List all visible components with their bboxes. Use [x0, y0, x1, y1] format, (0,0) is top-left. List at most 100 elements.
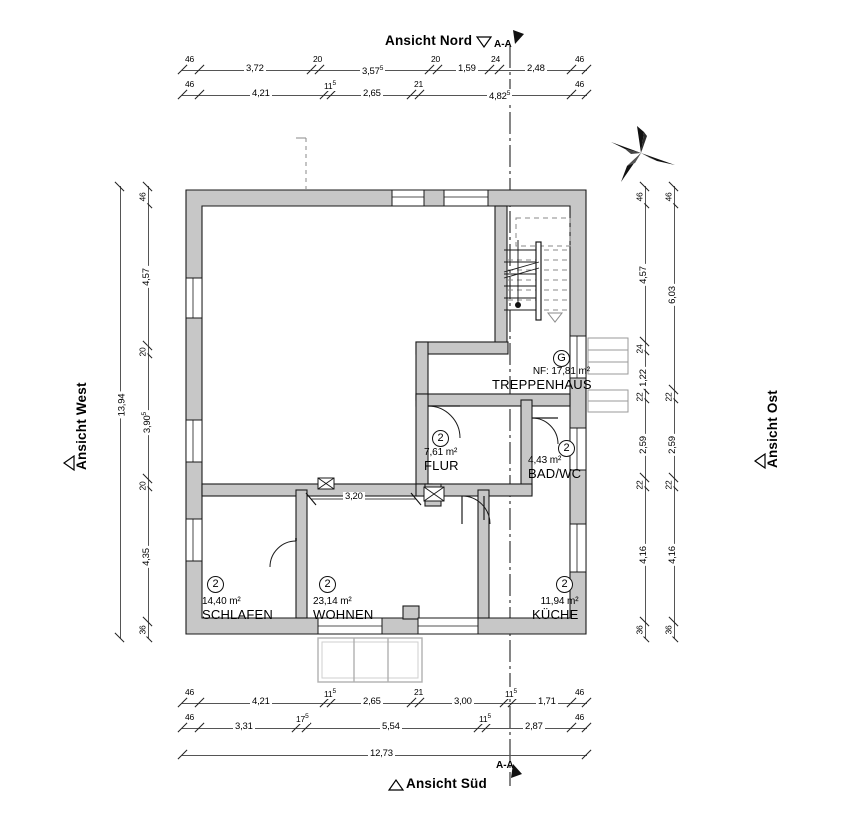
room-label-flur: 7,61 m² FLUR [424, 447, 459, 472]
dimension-top2-3: 2,65 [361, 88, 383, 99]
dimension-right-inner-6: 22 [634, 478, 645, 492]
dimension-bottom2-3: 5,54 [380, 721, 402, 732]
room-area-flur: 7,61 m² [424, 447, 458, 458]
dimension-bottom1-6: 115 [503, 687, 519, 699]
room-tag-bad: 2 [558, 440, 575, 457]
dimension-right-outer-0: 46 [663, 190, 674, 204]
dimension-bottom2-0: 46 [183, 712, 197, 722]
door-swing-bad [531, 417, 559, 445]
dimension-bottom2-6: 46 [573, 712, 587, 722]
dimension-top1-5: 1,59 [456, 63, 478, 74]
dimension-right-outer-3: 2,59 [666, 434, 678, 456]
section-label-top: A-A [494, 39, 512, 50]
fixture-x-2 [423, 486, 445, 502]
dimension-bottom1-7: 1,71 [536, 696, 558, 707]
interior-wall-kueche-left [477, 489, 490, 619]
view-title-south: Ansicht Süd [406, 776, 487, 791]
triangle-marker-south-icon [387, 778, 405, 791]
dimension-bottom1-3: 2,65 [361, 696, 383, 707]
window-east-3 [569, 523, 587, 573]
section-arrow-top-icon [513, 30, 524, 44]
interior-wall-lower-corridor [415, 483, 533, 497]
dimension-line-right-outer [674, 186, 675, 638]
dimension-right-inner-1: 4,57 [637, 264, 649, 286]
dimension-right-inner-2: 24 [634, 342, 645, 356]
interior-wall-treppenhaus-left-upper [494, 205, 508, 347]
dimension-bottom2-4: 115 [477, 712, 493, 724]
room-area-bad: 4,43 m² [528, 455, 562, 466]
dimension-interior-flur: 3,20 [343, 491, 365, 502]
detail-dashed-north [296, 137, 307, 190]
interior-wall-flur-top [415, 393, 571, 407]
door-swing-flur-lower [461, 495, 491, 525]
room-label-treppenhaus: NF: 17,81 m² TREPPENHAUS [492, 366, 592, 391]
dimension-bottom1-1: 4,21 [250, 696, 272, 707]
window-north-1 [391, 189, 425, 207]
dimension-bottom1-8: 46 [573, 687, 587, 697]
dimension-left-4: 20 [137, 479, 148, 493]
room-label-schlafen: 14,40 m² SCHLAFEN [202, 596, 273, 621]
dimension-bottom1-5: 3,00 [452, 696, 474, 707]
room-label-wohnen: 23,14 m² WOHNEN [313, 596, 373, 621]
staircase [503, 217, 571, 323]
triangle-marker-west-icon [62, 454, 75, 472]
door-swing-schlafen [269, 540, 297, 568]
dimension-left-0: 46 [137, 190, 148, 204]
dimension-right-inner-0: 46 [634, 190, 645, 204]
dimension-left-1: 4,57 [140, 266, 152, 288]
room-label-bad: 4,43 m² BAD/WC [528, 455, 581, 480]
interior-wall-flur-left [415, 393, 429, 495]
window-north-2 [443, 189, 489, 207]
room-name-kueche: KÜCHE [532, 607, 579, 622]
interior-wall-upper-horizontal [415, 341, 509, 355]
dimension-right-outer-2: 22 [663, 390, 674, 404]
dimension-bottom1-2: 115 [322, 687, 338, 699]
window-west-2 [185, 419, 203, 463]
dimension-top2-6: 46 [573, 79, 587, 89]
dimension-right-outer-5: 4,16 [666, 544, 678, 566]
dimension-right-outer-6: 36 [663, 623, 674, 637]
dimension-bottom2-5: 2,87 [523, 721, 545, 732]
dimension-left-total: 13,94 [116, 391, 128, 419]
triangle-marker-north-icon [475, 36, 493, 49]
dimension-top1-6: 24 [489, 54, 503, 64]
room-name-wohnen: WOHNEN [313, 607, 374, 622]
dimension-right-inner-5: 2,59 [637, 434, 649, 456]
room-label-kueche: 11,94 m² KÜCHE [532, 596, 579, 621]
dimension-left-5: 4,35 [140, 546, 152, 568]
dimension-right-inner-4: 22 [634, 390, 645, 404]
room-area-schlafen: 14,40 m² [202, 596, 241, 607]
dimension-top1-4: 20 [429, 54, 443, 64]
window-east-1 [569, 335, 587, 379]
room-name-bad: BAD/WC [528, 466, 582, 481]
dimension-top1-1: 3,72 [244, 63, 266, 74]
dimension-top1-0: 46 [183, 54, 197, 64]
window-west-1 [185, 277, 203, 319]
interior-wall-schlafen-right [295, 489, 308, 619]
dimension-right-outer-1: 6,03 [666, 284, 678, 306]
wall-pilaster-wohnen [402, 605, 420, 620]
dimension-top2-2: 115 [322, 79, 338, 91]
dimension-left-3: 3,905 [139, 410, 154, 436]
room-name-schlafen: SCHLAFEN [202, 607, 273, 622]
room-name-flur: FLUR [424, 458, 459, 473]
dimension-top1-3: 3,575 [360, 64, 386, 78]
exterior-terrace-south [317, 637, 423, 683]
dimension-top2-5: 4,825 [487, 89, 513, 103]
section-arrow-bottom-icon [511, 764, 522, 778]
triangle-marker-east-icon [753, 452, 766, 470]
room-tag-treppenhaus: G [553, 350, 570, 367]
dimension-right-inner-8: 36 [634, 623, 645, 637]
room-tag-kueche: 2 [556, 576, 573, 593]
dimension-top1-2: 20 [311, 54, 325, 64]
dimension-line-bottom-1 [182, 703, 587, 704]
interior-wall-flur-left-upper [415, 341, 429, 401]
room-area-treppenhaus: NF: 17,81 m² [532, 366, 590, 377]
section-cut-line [509, 46, 511, 786]
dimension-top1-7: 2,48 [525, 63, 547, 74]
dimension-right-outer-4: 22 [663, 478, 674, 492]
window-west-3 [185, 518, 203, 562]
interior-wall-wohnen-top [201, 483, 433, 497]
